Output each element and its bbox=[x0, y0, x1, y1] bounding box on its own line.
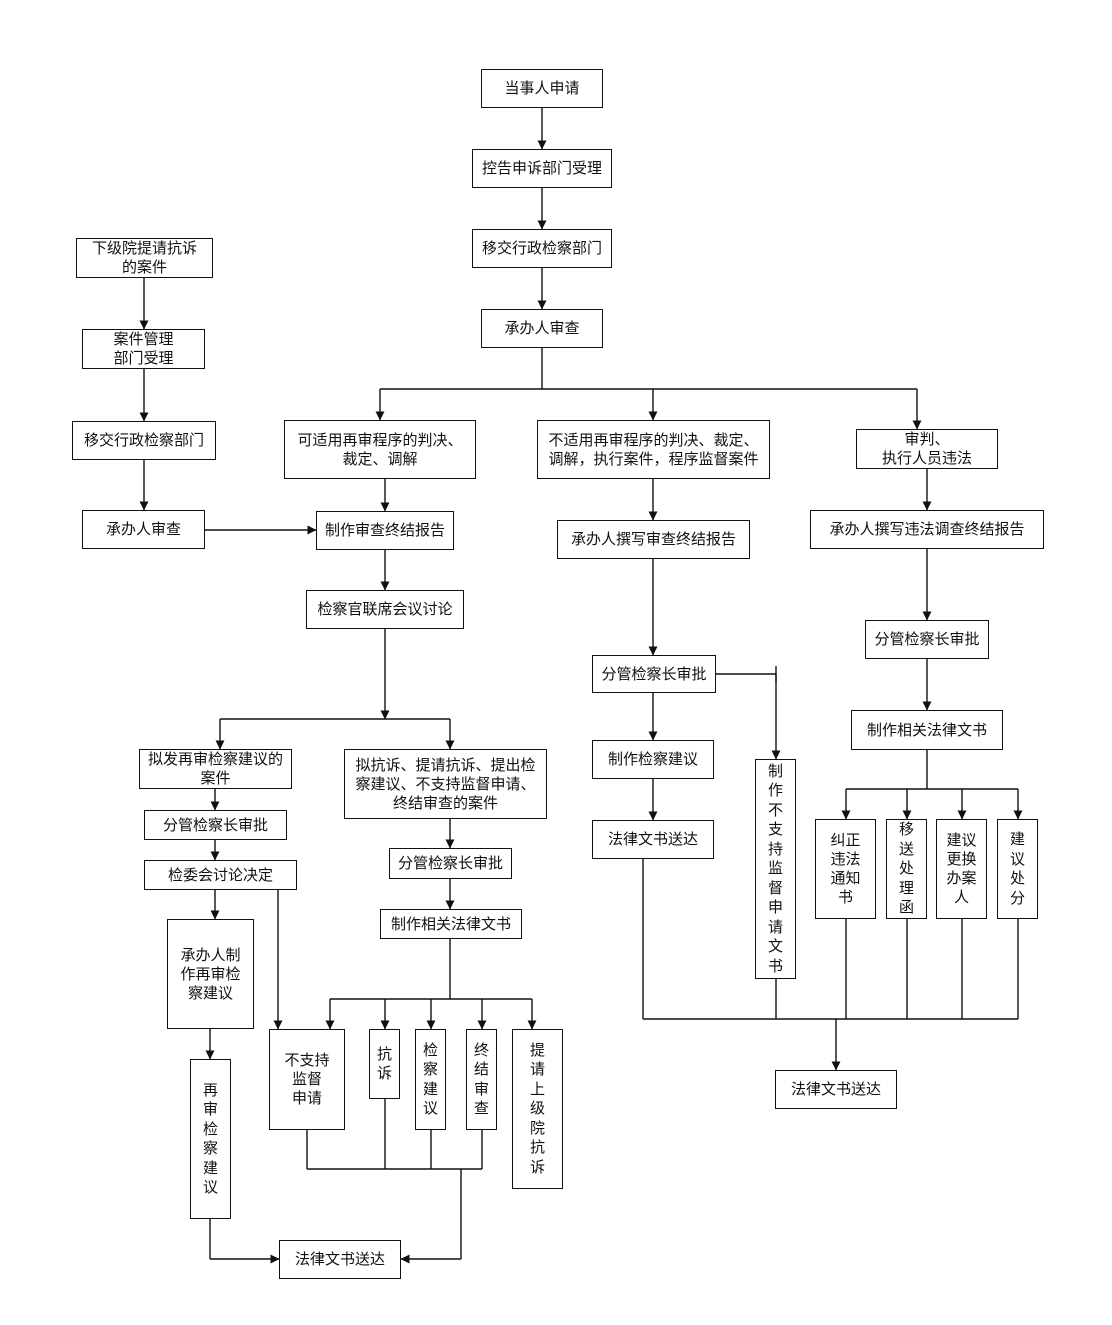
node-terminate-review: 终结审查 bbox=[466, 1029, 497, 1130]
node-lower-court-protest-case: 下级院提请抗诉 的案件 bbox=[76, 238, 213, 278]
node-make-review-report: 制作审查终结报告 bbox=[316, 511, 454, 550]
node-text: 承办人撰写审查终结报告 bbox=[570, 530, 736, 548]
node-prosecutor-joint-meeting: 检察官联席会议讨论 bbox=[306, 590, 464, 629]
node-complaint-dept-accept: 控告申诉部门受理 bbox=[472, 149, 612, 188]
node-text: 移送处理函 bbox=[898, 820, 914, 917]
node-text: 分管检察长审批 bbox=[601, 664, 707, 683]
node-text: 制作相关法律文书 bbox=[866, 720, 987, 739]
node-b2-write-report: 承办人撰写审查终结报告 bbox=[557, 520, 750, 559]
node-text: 当事人申请 bbox=[504, 79, 580, 97]
node-text: 检察官联席会议讨论 bbox=[317, 600, 453, 618]
node-committee-decision: 检委会讨论决定 bbox=[144, 860, 297, 890]
node-judicial-staff-violation: 审判、 执行人员违法 bbox=[856, 429, 998, 469]
node-protest-etc-case: 拟抗诉、提请抗诉、提出检 察建议、不支持监督申请、 终结审查的案件 bbox=[344, 749, 547, 819]
node-text: 审判、 执行人员违法 bbox=[881, 430, 972, 467]
node-b3-write-report: 承办人撰写违法调查终结报告 bbox=[810, 510, 1044, 549]
node-protest: 抗诉 bbox=[369, 1029, 400, 1099]
node-b2-chief-approval: 分管检察长审批 bbox=[592, 655, 716, 693]
node-text: 下级院提请抗诉 的案件 bbox=[91, 239, 197, 276]
node-text: 再审检察建议 bbox=[202, 1080, 218, 1197]
node-retrial-applicable: 可适用再审程序的判决、 裁定、调解 bbox=[284, 420, 476, 479]
node-text: 制作不支持监督申请文书 bbox=[767, 761, 783, 975]
node-b3-make-legal-docs: 制作相关法律文书 bbox=[851, 710, 1003, 750]
node-text: 案件管理 部门受理 bbox=[113, 330, 174, 367]
node-text: 检察建议 bbox=[422, 1040, 438, 1118]
node-left-handler-review: 承办人审查 bbox=[82, 510, 205, 549]
node-text: 抗诉 bbox=[376, 1044, 392, 1083]
node-retrial-suggestion-doc: 再审检察建议 bbox=[190, 1059, 231, 1219]
node-text: 移交行政检察部门 bbox=[83, 431, 204, 449]
node-party-application: 当事人申请 bbox=[481, 69, 603, 108]
node-procuratorial-suggestion: 检察建议 bbox=[415, 1029, 446, 1130]
node-handler-make-retrial-suggestion: 承办人制作再审检察建议 bbox=[167, 919, 254, 1029]
node-b1b-make-legal-docs: 制作相关法律文书 bbox=[380, 909, 522, 939]
node-b3-chief-approval: 分管检察长审批 bbox=[865, 620, 989, 659]
node-text: 法律文书送达 bbox=[790, 1080, 881, 1098]
node-text: 纠正违法通知书 bbox=[830, 831, 861, 906]
node-correct-violation-notice: 纠正违法通知书 bbox=[815, 819, 876, 919]
node-text: 拟抗诉、提请抗诉、提出检 察建议、不支持监督申请、 终结审查的案件 bbox=[355, 755, 536, 812]
node-text: 终结审查 bbox=[473, 1040, 489, 1118]
node-b1a-chief-approval: 分管检察长审批 bbox=[144, 810, 287, 840]
node-text: 不适用再审程序的判决、裁定、 调解，执行案件，程序监督案件 bbox=[548, 430, 759, 468]
node-text: 提请上级院抗诉 bbox=[529, 1040, 545, 1176]
node-text: 可适用再审程序的判决、 裁定、调解 bbox=[297, 430, 463, 468]
node-b2-legal-doc-delivery: 法律文书送达 bbox=[592, 820, 714, 859]
node-text: 法律文书送达 bbox=[607, 830, 698, 848]
node-text: 分管检察长审批 bbox=[162, 815, 268, 834]
node-text: 承办人审查 bbox=[105, 520, 181, 538]
node-text: 移交行政检察部门 bbox=[481, 239, 602, 257]
node-retrial-not-applicable: 不适用再审程序的判决、裁定、 调解，执行案件，程序监督案件 bbox=[537, 420, 770, 479]
node-suggest-replace-handler: 建议更换办案人 bbox=[936, 819, 987, 919]
node-text: 承办人制作再审检察建议 bbox=[180, 945, 241, 1002]
node-suggest-punishment: 建议处分 bbox=[997, 819, 1038, 919]
node-text: 制作审查终结报告 bbox=[324, 521, 445, 539]
node-text: 检委会讨论决定 bbox=[167, 865, 273, 884]
node-not-support-supervision: 不支持 监督 申请 bbox=[269, 1029, 345, 1130]
node-make-procuratorial-suggestion: 制作检察建议 bbox=[592, 740, 714, 779]
node-request-higher-protest: 提请上级院抗诉 bbox=[512, 1029, 563, 1189]
node-text: 分管检察长审批 bbox=[874, 630, 980, 648]
node-text: 建议更换办案人 bbox=[946, 831, 977, 906]
node-case-management-accept: 案件管理 部门受理 bbox=[82, 329, 205, 369]
node-text: 建议处分 bbox=[1009, 830, 1025, 907]
node-text: 法律文书送达 bbox=[294, 1250, 385, 1268]
node-transfer-handling-letter: 移送处理函 bbox=[886, 819, 927, 919]
node-text: 控告申诉部门受理 bbox=[481, 159, 602, 177]
node-text: 拟发再审检察建议的 案件 bbox=[147, 750, 283, 787]
node-make-not-support-doc: 制作不支持监督申请文书 bbox=[755, 759, 796, 979]
node-final-legal-doc-delivery: 法律文书送达 bbox=[775, 1070, 897, 1109]
node-retrial-suggestion-case: 拟发再审检察建议的 案件 bbox=[139, 749, 292, 789]
node-text: 承办人审查 bbox=[504, 319, 580, 337]
node-text: 不支持 监督 申请 bbox=[284, 1051, 330, 1107]
node-b1b-chief-approval: 分管检察长审批 bbox=[389, 848, 512, 879]
node-text: 承办人撰写违法调查终结报告 bbox=[829, 520, 1025, 538]
node-b1-legal-doc-delivery: 法律文书送达 bbox=[279, 1240, 401, 1279]
node-text: 分管检察长审批 bbox=[397, 854, 503, 872]
node-handler-review: 承办人审查 bbox=[481, 309, 603, 348]
node-text: 制作检察建议 bbox=[607, 750, 698, 768]
node-text: 制作相关法律文书 bbox=[390, 914, 511, 933]
node-transfer-admin-dept: 移交行政检察部门 bbox=[472, 229, 612, 268]
node-left-transfer-admin-dept: 移交行政检察部门 bbox=[72, 421, 216, 460]
